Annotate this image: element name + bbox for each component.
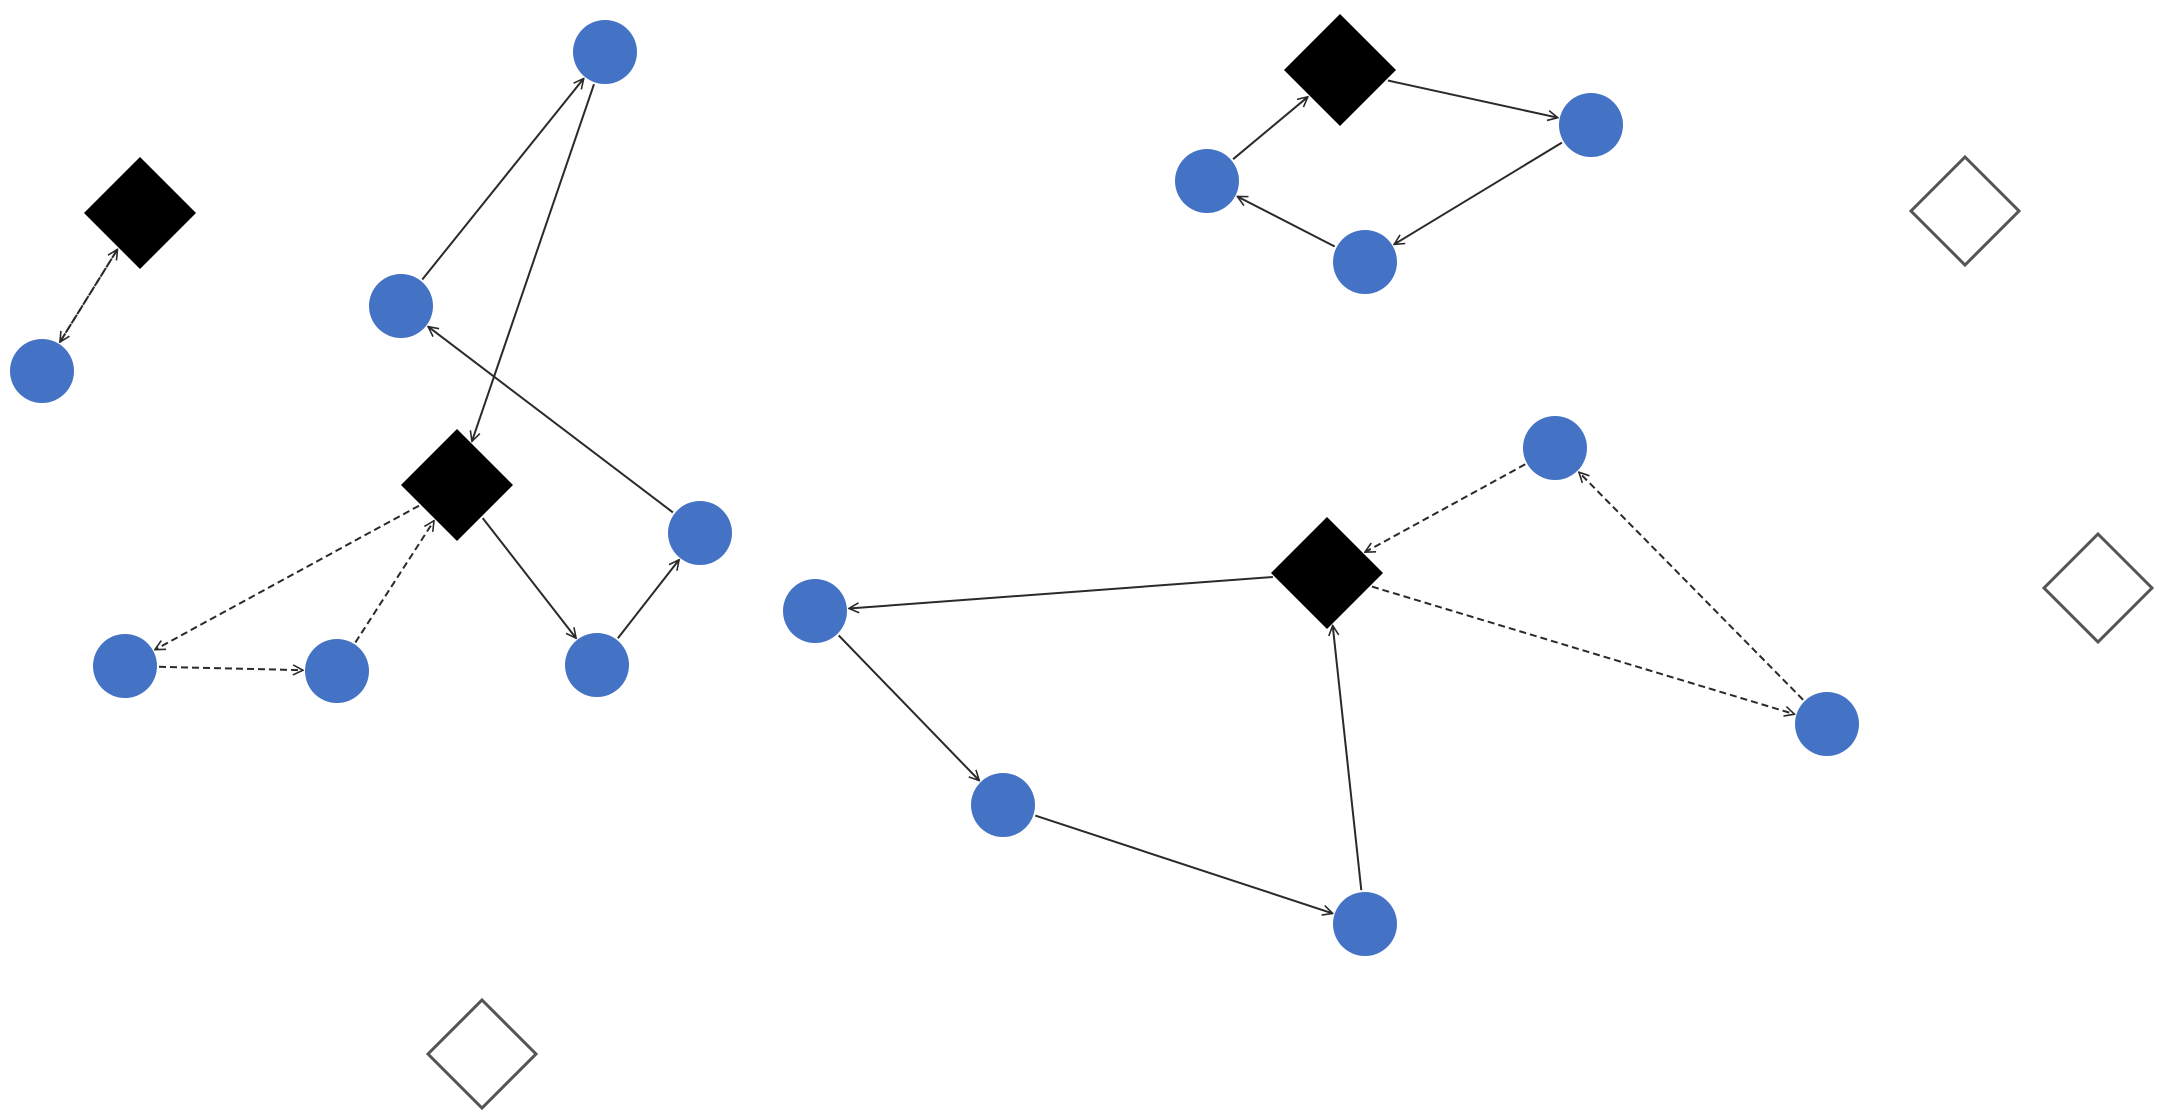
circle-node-c12: [971, 773, 1035, 837]
nodes-layer: [10, 14, 2155, 1111]
edge-c6-to-c7: [617, 560, 679, 639]
circle-node-c1: [10, 339, 74, 403]
empty-diamond-e3: [425, 997, 539, 1111]
circle-node-c2: [369, 274, 433, 338]
edge-c9-to-c10: [1394, 141, 1563, 245]
edge-h4-to-c11: [849, 576, 1273, 609]
hub-diamond-h3: [1284, 14, 1396, 126]
edge-c4-to-c5-dashed: [158, 667, 303, 670]
edge-c7-to-c2: [428, 327, 674, 514]
edge-c15-to-c14-dashed: [1579, 472, 1804, 701]
circle-node-c9: [1559, 93, 1623, 157]
edge-c12-to-c13: [1034, 814, 1332, 914]
edge-c10-to-c8: [1237, 195, 1336, 248]
edge-c13-to-h4: [1333, 626, 1363, 891]
edge-h3-to-c9: [1387, 79, 1558, 118]
hub-diamond-h4: [1271, 517, 1383, 629]
empty-diamond-e1: [1908, 154, 2022, 268]
circle-node-c11: [783, 579, 847, 643]
circle-node-c6: [565, 633, 629, 697]
circle-node-c7: [668, 501, 732, 565]
edge-h4-to-c15-dashed: [1371, 585, 1795, 715]
edge-c5-to-h2-dashed: [354, 521, 434, 643]
hub-diamond-h1: [84, 157, 196, 269]
edge-c8-to-h3: [1232, 97, 1308, 160]
circle-node-c8: [1175, 149, 1239, 213]
circle-node-c5: [305, 639, 369, 703]
edge-h2-to-c6: [481, 517, 576, 638]
empty-diamond-e2: [2041, 531, 2155, 645]
edge-c3-to-h2: [472, 83, 595, 441]
edge-h1-to-c1-dashed: [60, 248, 119, 342]
edge-c1-to-h1-dashed: [59, 249, 118, 343]
edges-layer: [59, 79, 1804, 914]
circle-node-c13: [1333, 892, 1397, 956]
circle-node-c3: [573, 20, 637, 84]
circle-node-c14: [1523, 416, 1587, 480]
edge-c14-to-h4-dashed: [1365, 463, 1526, 554]
edge-c11-to-c12: [837, 634, 980, 780]
circle-node-c10: [1333, 230, 1397, 294]
hub-diamond-h2: [401, 429, 513, 541]
edge-c2-to-c3: [421, 79, 583, 281]
edge-h2-to-c4-dashed: [155, 504, 420, 651]
circle-node-c4: [93, 634, 157, 698]
circle-node-c15: [1795, 692, 1859, 756]
